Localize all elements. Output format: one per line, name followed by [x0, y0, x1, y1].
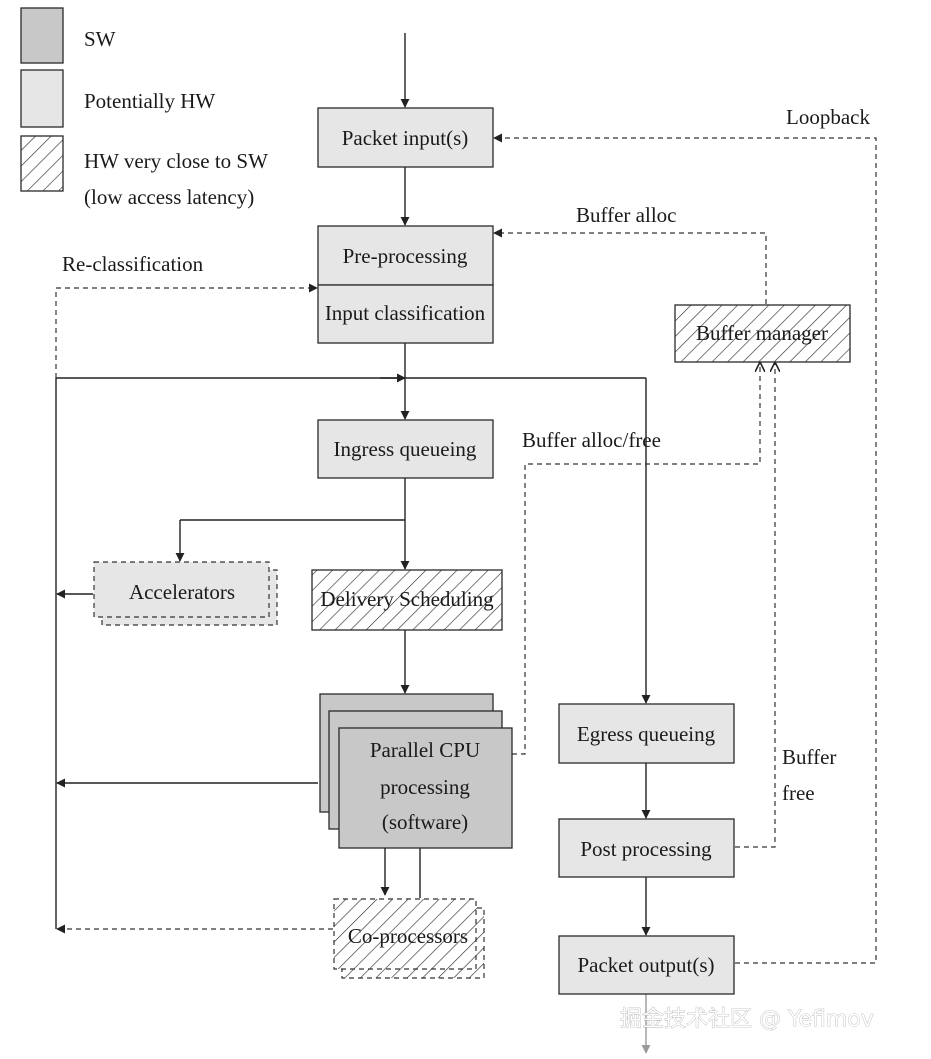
- packet-input-label: Packet input(s): [342, 126, 469, 150]
- legend-label-hw-close-line1: HW very close to SW: [84, 149, 268, 173]
- dashed-reclassification: [55, 283, 318, 378]
- dashed-buffer-alloc: [493, 228, 767, 304]
- egress-queueing-label: Egress queueing: [577, 722, 716, 746]
- legend-swatch-potentially-hw: [20, 69, 64, 128]
- dashed-buffer-free: [735, 363, 775, 848]
- node-pre-processing: Pre-processing: [317, 225, 494, 286]
- label-re-classification: Re-classification: [62, 252, 204, 276]
- label-buffer-free-line1: Buffer: [782, 745, 836, 769]
- legend: SW Potentially HW HW very close to SW (l…: [20, 7, 268, 209]
- legend-label-sw: SW: [84, 27, 116, 51]
- legend-label-potentially-hw: Potentially HW: [84, 89, 215, 113]
- parallel-cpu-label-line3: (software): [382, 810, 468, 834]
- dashed-buffer-alloc-free: [512, 363, 760, 755]
- legend-swatch-sw: [20, 7, 64, 64]
- node-packet-input: Packet input(s): [317, 107, 494, 168]
- parallel-cpu-label-line2: processing: [380, 775, 470, 799]
- node-post-processing: Post processing: [558, 818, 735, 878]
- co-processors-label: Co-processors: [348, 924, 468, 948]
- post-processing-label: Post processing: [580, 837, 712, 861]
- legend-label-hw-close-line2: (low access latency): [84, 185, 254, 209]
- delivery-scheduling-label: Delivery Scheduling: [320, 587, 494, 611]
- node-accelerators: Accelerators: [93, 561, 278, 626]
- connections: [55, 33, 877, 1054]
- label-buffer-alloc: Buffer alloc: [576, 203, 677, 227]
- node-input-classification: Input classification: [317, 284, 494, 344]
- label-buffer-alloc-free: Buffer alloc/free: [522, 428, 661, 452]
- node-co-processors: Co-processors: [333, 898, 485, 979]
- ingress-queueing-label: Ingress queueing: [334, 437, 477, 461]
- accelerators-label: Accelerators: [129, 580, 235, 604]
- node-packet-output: Packet output(s): [558, 935, 735, 995]
- node-ingress-queueing: Ingress queueing: [317, 419, 494, 479]
- legend-swatch-hw-close: [20, 135, 64, 192]
- buffer-manager-label: Buffer manager: [696, 321, 828, 345]
- node-parallel-cpu: Parallel CPU processing (software): [319, 693, 513, 849]
- input-classification-label: Input classification: [325, 301, 486, 325]
- dashed-loopback: [493, 133, 877, 964]
- label-buffer-free-line2: free: [782, 781, 815, 805]
- label-loopback: Loopback: [786, 105, 870, 129]
- node-delivery-scheduling: Delivery Scheduling: [311, 569, 503, 631]
- node-buffer-manager: Buffer manager: [674, 304, 851, 363]
- node-egress-queueing: Egress queueing: [558, 703, 735, 764]
- edge-labels: Loopback Buffer alloc Re-classification …: [62, 105, 870, 805]
- watermark: 掘金技术社区 @ Yefimov: [620, 1007, 874, 1032]
- packet-output-label: Packet output(s): [577, 953, 714, 977]
- parallel-cpu-label-line1: Parallel CPU: [370, 738, 480, 762]
- pre-processing-label: Pre-processing: [343, 244, 468, 268]
